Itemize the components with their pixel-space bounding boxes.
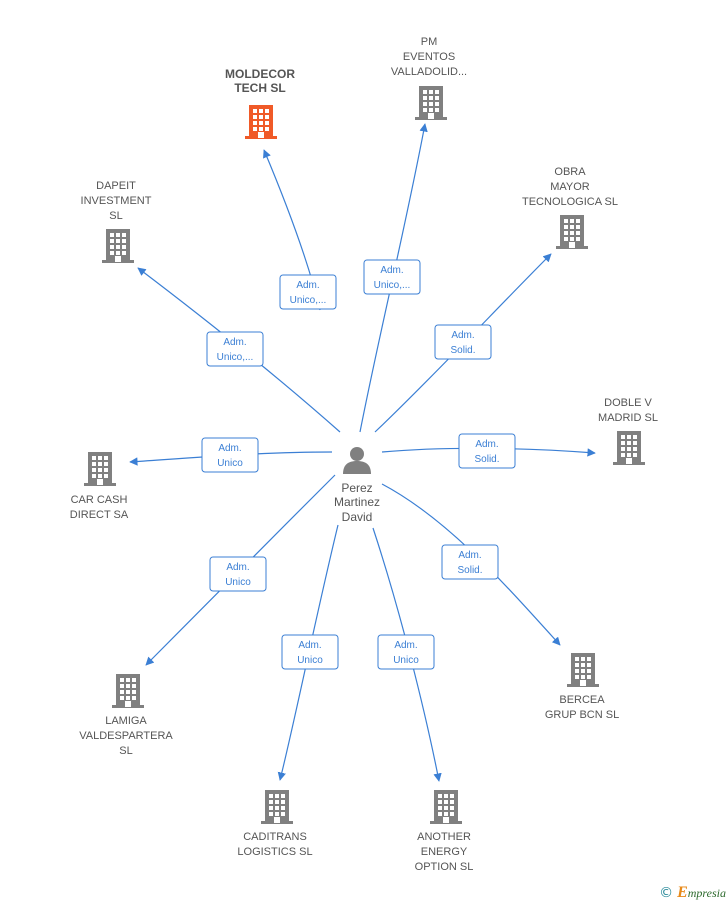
company-label-line-2: MADRID SL (598, 412, 658, 424)
brand-initial: E (677, 884, 688, 901)
company-label-line-2: EVENTOS (403, 51, 455, 63)
company-label-line-2: MAYOR (550, 181, 590, 193)
role-line-1: Adm. (218, 443, 241, 454)
role-line-2: Unico (217, 458, 243, 469)
role-line-2: Solid. (457, 565, 482, 576)
relationship-label-car-cash[interactable]: Adm. Unico (201, 437, 259, 473)
company-label-line-3: VALLADOLID... (391, 66, 467, 78)
role-line-1: Adm. (226, 562, 249, 573)
relationship-label-lamiga[interactable]: Adm. Unico (209, 556, 267, 592)
company-label-line-2: DIRECT SA (70, 509, 129, 521)
company-node-lamiga[interactable]: LAMIGA VALDESPARTERA SL (79, 674, 173, 757)
company-label-line-3: SL (109, 210, 122, 222)
role-line-2: Unico,... (217, 352, 254, 363)
role-line-1: Adm. (451, 330, 474, 341)
building-icon (613, 431, 645, 465)
role-line-2: Unico (297, 655, 323, 666)
person-name-line-2: Martinez (334, 495, 380, 509)
company-label-line-3: SL (119, 745, 132, 757)
company-label-line-1: PM (421, 36, 438, 48)
relationship-label-another-energy[interactable]: Adm. Unico (377, 634, 435, 670)
company-label-line-1: OBRA (554, 166, 586, 178)
role-line-1: Adm. (298, 640, 321, 651)
company-label-line-1: BERCEA (559, 694, 605, 706)
company-label-line-1: LAMIGA (105, 715, 147, 727)
role-line-1: Adm. (380, 265, 403, 276)
company-label-line-2: VALDESPARTERA (79, 730, 173, 742)
company-label-line-2: GRUP BCN SL (545, 709, 619, 721)
footer-brand: © E mpresia (659, 883, 726, 903)
role-line-2: Solid. (450, 345, 475, 356)
copyright-icon: © (659, 885, 674, 901)
building-icon (567, 653, 599, 687)
company-node-doble-v[interactable]: DOBLE V MADRID SL (598, 397, 658, 465)
role-line-1: Adm. (458, 550, 481, 561)
company-node-bercea[interactable]: BERCEA GRUP BCN SL (545, 653, 619, 721)
building-icon (556, 215, 588, 249)
company-node-caditrans[interactable]: CADITRANS LOGISTICS SL (237, 790, 313, 858)
relationship-label-moldecor[interactable]: Adm. Unico,... (279, 274, 337, 310)
company-label-line-2: LOGISTICS SL (237, 846, 312, 858)
person-name-line-3: David (342, 510, 373, 524)
building-icon (415, 86, 447, 120)
building-icon (112, 674, 144, 708)
role-line-1: Adm. (475, 439, 498, 450)
company-node-pm-eventos[interactable]: PM EVENTOS VALLADOLID... (391, 36, 467, 120)
role-line-2: Unico (393, 655, 419, 666)
company-label-line-3: TECNOLOGICA SL (522, 196, 618, 208)
relationship-labels: Adm.Unico,...Adm.Unico,...Adm.Solid.Adm.… (201, 259, 516, 670)
company-node-dapeit[interactable]: DAPEIT INVESTMENT SL (81, 180, 152, 263)
company-label-line-2: TECH SL (234, 81, 285, 95)
role-line-1: Adm. (394, 640, 417, 651)
relationship-label-bercea[interactable]: Adm. Solid. (441, 544, 499, 580)
building-icon (430, 790, 462, 824)
building-icon (261, 790, 293, 824)
role-line-2: Unico (225, 577, 251, 588)
role-line-2: Unico,... (290, 295, 327, 306)
relationship-label-dapeit[interactable]: Adm. Unico,... (206, 331, 264, 367)
company-node-obra-mayor[interactable]: OBRA MAYOR TECNOLOGICA SL (522, 166, 618, 249)
relationship-label-obra-mayor[interactable]: Adm. Solid. (434, 324, 492, 360)
role-line-1: Adm. (296, 280, 319, 291)
relationship-label-doble-v[interactable]: Adm. Solid. (458, 433, 516, 469)
role-line-2: Unico,... (374, 280, 411, 291)
person-name-line-1: Perez (341, 481, 372, 495)
company-label-line-1: CADITRANS (243, 831, 307, 843)
company-label-line-2: ENERGY (421, 846, 468, 858)
building-icon (102, 229, 134, 263)
company-label-line-3: OPTION SL (415, 861, 474, 873)
relationship-label-caditrans[interactable]: Adm. Unico (281, 634, 339, 670)
company-label-line-1: ANOTHER (417, 831, 471, 843)
building-icon (245, 105, 277, 139)
company-label-line-2: INVESTMENT (81, 195, 152, 207)
building-icon (84, 452, 116, 486)
company-label-line-1: DOBLE V (604, 397, 652, 409)
company-label-line-1: DAPEIT (96, 180, 136, 192)
company-label-line-1: CAR CASH (71, 494, 128, 506)
role-line-2: Solid. (474, 454, 499, 465)
company-node-another-energy[interactable]: ANOTHER ENERGY OPTION SL (415, 790, 474, 873)
brand-name: mpresia (687, 885, 726, 900)
relationship-label-pm-eventos[interactable]: Adm. Unico,... (363, 259, 421, 295)
company-label-line-1: MOLDECOR (225, 67, 295, 81)
role-line-1: Adm. (223, 337, 246, 348)
person-node[interactable]: Perez Martinez David (334, 447, 380, 524)
person-icon (343, 447, 371, 474)
company-node-car-cash[interactable]: CAR CASH DIRECT SA (70, 452, 129, 521)
